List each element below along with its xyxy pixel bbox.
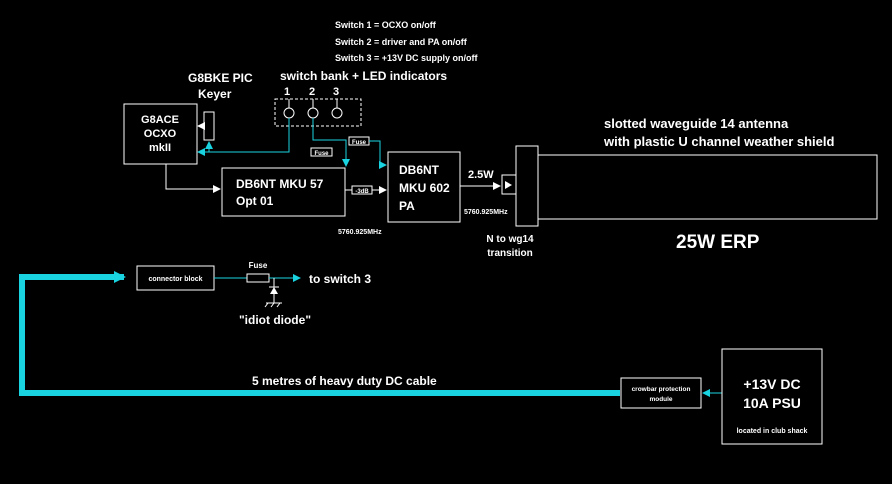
switch-bank-box — [274, 98, 362, 127]
antenna-label-1: slotted waveguide 14 antenna — [604, 116, 789, 131]
to-switch3-label: to switch 3 — [309, 272, 371, 286]
ocxo-label-2: OCXO — [144, 128, 177, 140]
diode-icon — [270, 287, 278, 294]
switch-note-3: Switch 3 = +13V DC supply on/off — [335, 53, 479, 63]
crowbar-box — [620, 377, 702, 409]
ocxo-to-mku57-wire — [165, 164, 221, 193]
attenuator-label: -3dB — [355, 189, 369, 195]
antenna-flange — [515, 145, 539, 227]
mku57-freq-label: 5760.925MHz — [338, 229, 382, 236]
switch-note-1: Switch 1 = OCXO on/off — [335, 20, 437, 30]
mid-fuse-label: Fuse — [314, 151, 329, 157]
cable-label: 5 metres of heavy duty DC cable — [252, 374, 437, 388]
antenna-label-2: with plastic U channel weather shield — [603, 134, 835, 149]
switch-number-2: 2 — [309, 86, 315, 98]
ocxo-label-3: mkII — [149, 142, 171, 154]
mku602-label-1: DB6NT — [399, 163, 440, 177]
supply-fuse-label: Fuse — [249, 261, 268, 270]
switch2-to-mku57-wire — [312, 118, 350, 167]
mku57-box — [221, 167, 346, 217]
switch-3-led — [331, 107, 343, 119]
mku57-label-2: Opt 01 — [236, 194, 274, 208]
mku602-label-3: PA — [399, 199, 415, 213]
mku602-label-2: MKU 602 — [399, 181, 450, 195]
switch-2-led — [307, 107, 319, 119]
psu-label-2: 10A PSU — [743, 395, 801, 411]
switch2-to-mku602-wire — [369, 140, 387, 169]
keyer-label-1: G8BKE PIC — [188, 71, 253, 85]
transition-label-2: transition — [487, 248, 533, 259]
keyer-label-2: Keyer — [198, 87, 232, 101]
switch-bank-label: switch bank + LED indicators — [280, 69, 447, 83]
ocxo-box — [123, 103, 198, 165]
mku602-box — [387, 151, 461, 223]
keyer-box — [203, 111, 215, 141]
switch-number-1: 1 — [284, 86, 290, 98]
heavy-dc-cable — [19, 271, 620, 396]
switch-note-2: Switch 2 = driver and PA on/off — [335, 37, 468, 47]
mku57-label-1: DB6NT MKU 57 — [236, 177, 324, 191]
switch-1-led — [283, 107, 295, 119]
pa-freq-label: 5760.925MHz — [464, 209, 508, 216]
top-fuse-label: Fuse — [352, 140, 367, 146]
psu-label-1: +13V DC — [743, 376, 800, 392]
crowbar-label-2: module — [649, 396, 672, 403]
crowbar-label-1: crowbar protection — [632, 386, 691, 393]
switch1-to-ocxo-wire — [197, 118, 290, 156]
mid-fuse-box — [310, 147, 333, 157]
erp-label: 25W ERP — [676, 232, 760, 253]
supply-fuse-box — [246, 273, 270, 283]
transition-arrow-icon — [505, 181, 512, 189]
connector-block-label: connector block — [148, 276, 202, 283]
psu-label-3: located in club shack — [737, 428, 808, 435]
output-power-label: 2.5W — [468, 169, 494, 181]
ocxo-label-1: G8ACE — [141, 114, 179, 126]
psu-box — [721, 348, 823, 445]
switch-number-3: 3 — [333, 86, 339, 98]
antenna-box — [537, 154, 878, 220]
transition-label-1: N to wg14 — [486, 234, 534, 245]
idiot-diode-label: "idiot diode" — [239, 313, 311, 327]
